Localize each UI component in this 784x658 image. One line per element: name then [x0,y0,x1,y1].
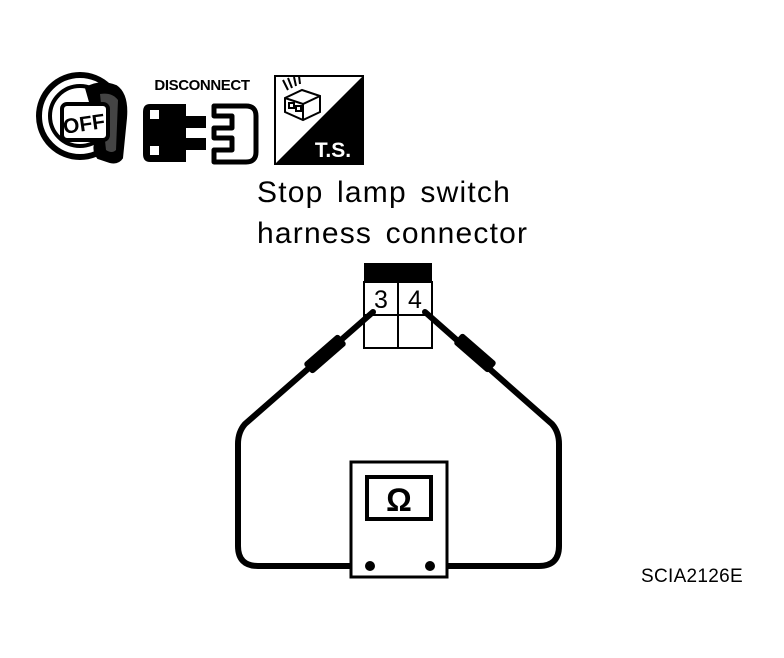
figure-id: SCIA2126E [641,566,743,587]
probe-handles [304,333,496,374]
test-leads [235,309,562,569]
left-test-lead [235,309,376,569]
terminal-side-label: T.S. [315,139,351,162]
terminal-3-label: 3 [374,286,388,314]
caption-line-2: harness connector [257,217,529,250]
left-probe-handle [304,334,346,374]
disconnect-label: DISCONNECT [154,77,249,94]
terminal-4-label: 4 [408,286,422,314]
disconnect-connector-icon: DISCONNECT [143,77,259,165]
terminal-side-icon: T.S. [274,75,364,165]
right-test-lead [422,309,562,569]
meter-terminal-right [425,561,435,571]
connector-caption: Stop lamp switch harness connector [257,172,528,254]
harness-connector: 3 4 [363,263,433,349]
caption-line-1: Stop lamp switch [257,176,511,209]
meter-terminal-left [365,561,375,571]
right-probe-handle [454,333,496,373]
ohmmeter: Ω [349,460,449,579]
ignition-key-off-icon: OFF [36,72,128,164]
ohm-symbol: Ω [386,482,412,518]
